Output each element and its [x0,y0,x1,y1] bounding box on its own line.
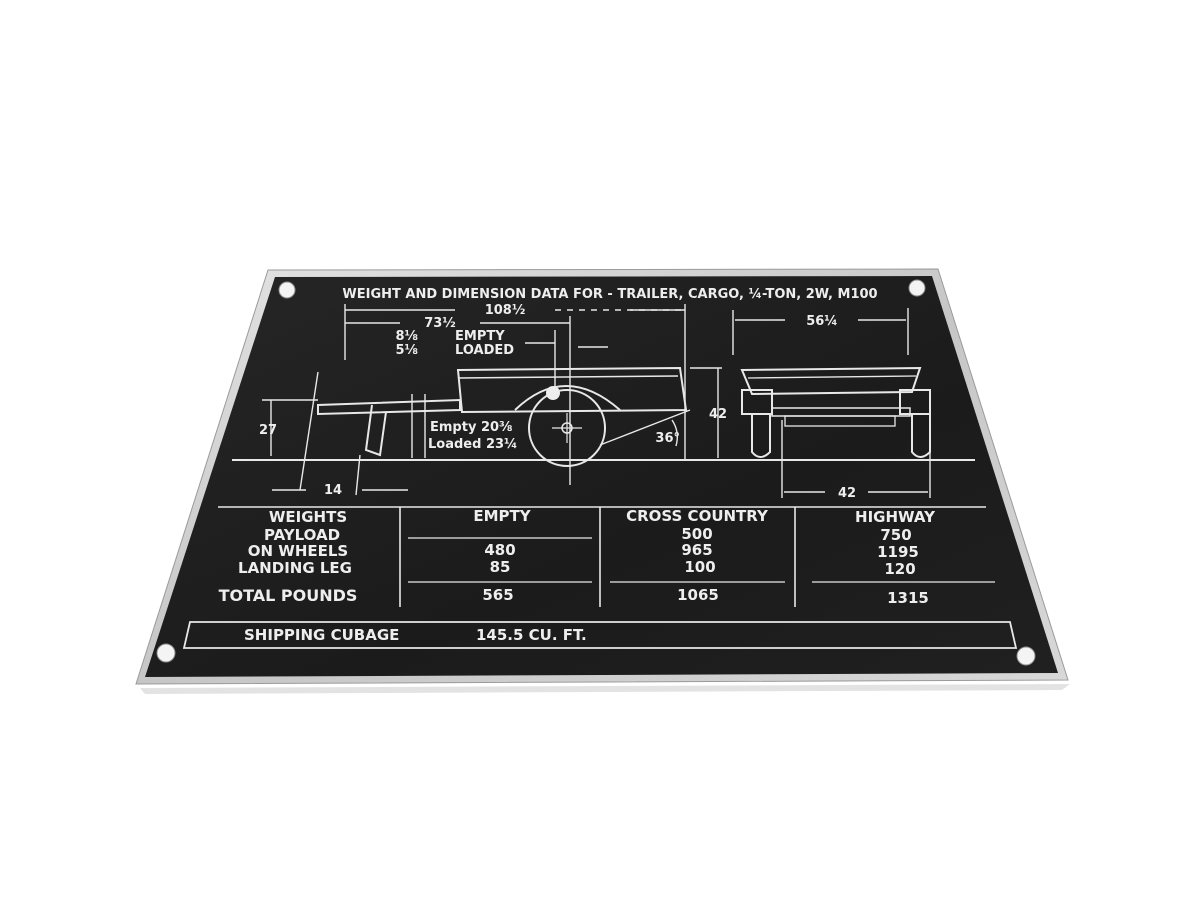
mounting-hole-bottom-right [1016,646,1036,666]
plate-title: WEIGHT AND DIMENSION DATA FOR - TRAILER,… [342,287,877,302]
dim-hitch-to-axle: 73½ [424,316,456,331]
row-landing-leg-label: LANDING LEG [238,559,352,577]
row-on-wheels-cross: 965 [681,541,712,559]
dim-empty-offset: 8⅛ [395,329,418,344]
weights-table: WEIGHTS EMPTY CROSS COUNTRY HIGHWAY PAYL… [218,506,995,607]
dim-loaded-label: LOADED [455,343,514,358]
row-total-label: TOTAL POUNDS [219,586,358,605]
dim-angle: 36° [655,431,680,446]
plate-shadow [140,684,1070,694]
row-total-cross: 1065 [677,586,719,604]
shipping-cubage-label: SHIPPING CUBAGE [244,626,399,644]
shipping-cubage-box: SHIPPING CUBAGE 145.5 CU. FT. [182,621,1018,649]
header-highway: HIGHWAY [855,508,936,526]
dim-empty-height: Empty 20⅜ [430,420,513,435]
dim-body-height: 42 [709,407,727,422]
side-view-diagram: 108½ 73½ 8⅛ EMPTY 5⅛ LOADED 36° [232,303,975,498]
mounting-hole-top-left [278,281,296,299]
dim-overall-width: 56¼ [806,314,838,329]
dim-track-width: 42 [838,486,856,501]
row-payload-highway: 750 [880,526,911,544]
dim-loaded-height: Loaded 23¼ [428,437,518,452]
row-landing-leg-highway: 120 [884,560,915,578]
row-total-highway: 1315 [887,589,929,607]
row-total-empty: 565 [482,586,513,604]
row-payload-cross: 500 [681,525,712,543]
rear-view-diagram: 56¼ 42 [732,308,931,501]
row-payload-label: PAYLOAD [264,526,340,544]
mounting-hole-top-right [908,279,926,297]
mounting-hole-bottom-left [156,643,176,663]
plate-face [145,276,1058,677]
row-on-wheels-label: ON WHEELS [248,542,348,560]
dim-empty-label: EMPTY [455,329,505,344]
row-on-wheels-empty: 480 [484,541,515,559]
dim-hitch-height: 27 [259,423,277,438]
dim-leg-offset: 14 [324,483,342,498]
dim-overall-length: 108½ [485,303,526,318]
header-cross-country: CROSS COUNTRY [626,507,769,525]
shipping-cubage-value: 145.5 CU. FT. [476,626,587,644]
dim-loaded-offset: 5⅛ [395,343,418,358]
row-on-wheels-highway: 1195 [877,543,919,561]
header-weights: WEIGHTS [269,508,347,526]
row-landing-leg-cross: 100 [684,558,715,576]
row-landing-leg-empty: 85 [490,558,511,576]
header-empty: EMPTY [473,507,531,525]
